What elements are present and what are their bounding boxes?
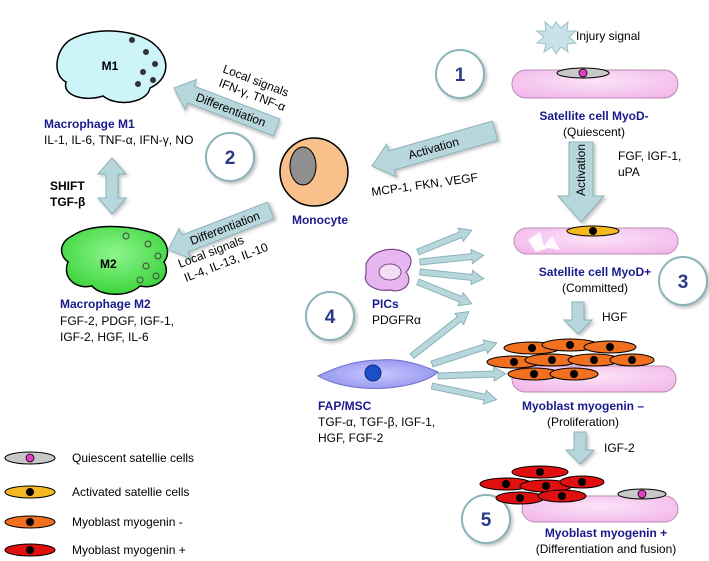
step-4-badge: 4 [305, 291, 355, 341]
hgf-arrow [562, 301, 594, 335]
injury-label: Injury signal [576, 29, 640, 43]
pics-title: PICs [372, 297, 399, 311]
myoblast-minus-title: Myoblast myogenin – [522, 399, 644, 413]
step-1-badge: 1 [435, 49, 485, 99]
pics-marker: PDGFRα [372, 313, 421, 327]
monocyte [279, 137, 349, 207]
satellite-quiescent-title: Satellite cell MyoD- [539, 109, 648, 123]
satellite-committed-subtitle: (Committed) [562, 281, 628, 295]
monocyte-nucleus [289, 146, 317, 186]
myoblast-plus-cluster [479, 465, 679, 523]
legend-label-activated: Activated satellie cells [72, 485, 189, 499]
fap-nucleus [364, 364, 382, 382]
hgf-label: HGF [602, 310, 627, 324]
pics-cell [364, 248, 412, 292]
macrophage-m2-factors-2: IGF-2, HGF, IL-6 [60, 330, 149, 344]
macrophage-m1-title: Macrophage M1 [44, 117, 135, 131]
step-3-badge: 3 [658, 256, 708, 306]
legend-item-quiescent: Quiescent satellie cells [4, 451, 194, 465]
monocyte-label: Monocyte [292, 213, 348, 227]
myoblast-plus-title: Myoblast myogenin + [545, 526, 667, 540]
igf2-arrow [564, 431, 596, 465]
fap-arrows [409, 311, 507, 405]
myoblast-plus-subtitle: (Differentiation and fusion) [536, 542, 677, 556]
macrophage-m2: M2 [60, 225, 169, 295]
satellite-fiber-committed [513, 225, 679, 255]
pics-arrows [416, 227, 485, 307]
legend-item-myogenin-plus: Myoblast myogenin + [4, 543, 186, 557]
legend-label-myogenin-minus: Myoblast myogenin - [72, 515, 183, 529]
fap-factors-1: TGF-α, TGF-β, IGF-1, [318, 415, 435, 429]
shift-factor: TGF-β [50, 195, 85, 209]
activation-arrow-satellite: Activation [556, 141, 606, 223]
macrophage-m2-title: Macrophage M2 [60, 297, 151, 311]
pics-nucleus [378, 263, 402, 281]
satellite-factors-2: uPA [618, 165, 640, 179]
step-5-badge: 5 [461, 494, 511, 544]
step-1-number: 1 [455, 65, 466, 86]
shift-label: SHIFT [50, 179, 85, 193]
macrophage-m1-factors: IL-1, IL-6, TNF-α, IFN-γ, NO [44, 133, 193, 147]
step-4-number: 4 [325, 307, 336, 328]
macrophage-m2-factors-1: FGF-2, PDGF, IGF-1, [60, 314, 174, 328]
legend-item-myogenin-minus: Myoblast myogenin - [4, 515, 183, 529]
myoblast-minus-subtitle: (Proliferation) [547, 415, 619, 429]
fap-factors-2: HGF, FGF-2 [318, 431, 384, 445]
step-3-number: 3 [678, 272, 689, 293]
step-2-badge: 2 [205, 132, 255, 182]
satellite-quiescent-subtitle: (Quiescent) [563, 125, 625, 139]
step-2-number: 2 [225, 148, 236, 169]
fap-title: FAP/MSC [318, 399, 372, 413]
legend-label-quiescent: Quiescent satellie cells [72, 451, 194, 465]
activation-arrow-monocyte: Activation [371, 120, 499, 178]
legend-label-myogenin-plus: Myoblast myogenin + [72, 543, 186, 557]
step-5-number: 5 [481, 510, 492, 531]
monocyte-factors: MCP-1, FKN, VEGF [370, 170, 478, 199]
macrophage-m1: M1 [56, 30, 167, 104]
shift-arrow [96, 157, 128, 215]
m2-shape-label: M2 [100, 257, 117, 271]
satellite-factors-1: FGF, IGF-1, [618, 149, 681, 163]
legend: Quiescent satellie cells Activated satel… [4, 451, 194, 557]
legend-item-activated: Activated satellie cells [4, 485, 189, 499]
satellite-fiber-quiescent [511, 67, 679, 99]
injury-starburst-icon [535, 20, 578, 55]
igf2-label: IGF-2 [604, 441, 635, 455]
satellite-committed-title: Satellite cell MyoD+ [539, 265, 651, 279]
m1-shape-label: M1 [102, 59, 119, 73]
myoblast-minus-cluster [486, 338, 677, 393]
activation-label-satellite: Activation [574, 144, 588, 196]
fap-msc-cell [316, 359, 439, 389]
injury-signal: Injury signal [535, 20, 640, 55]
